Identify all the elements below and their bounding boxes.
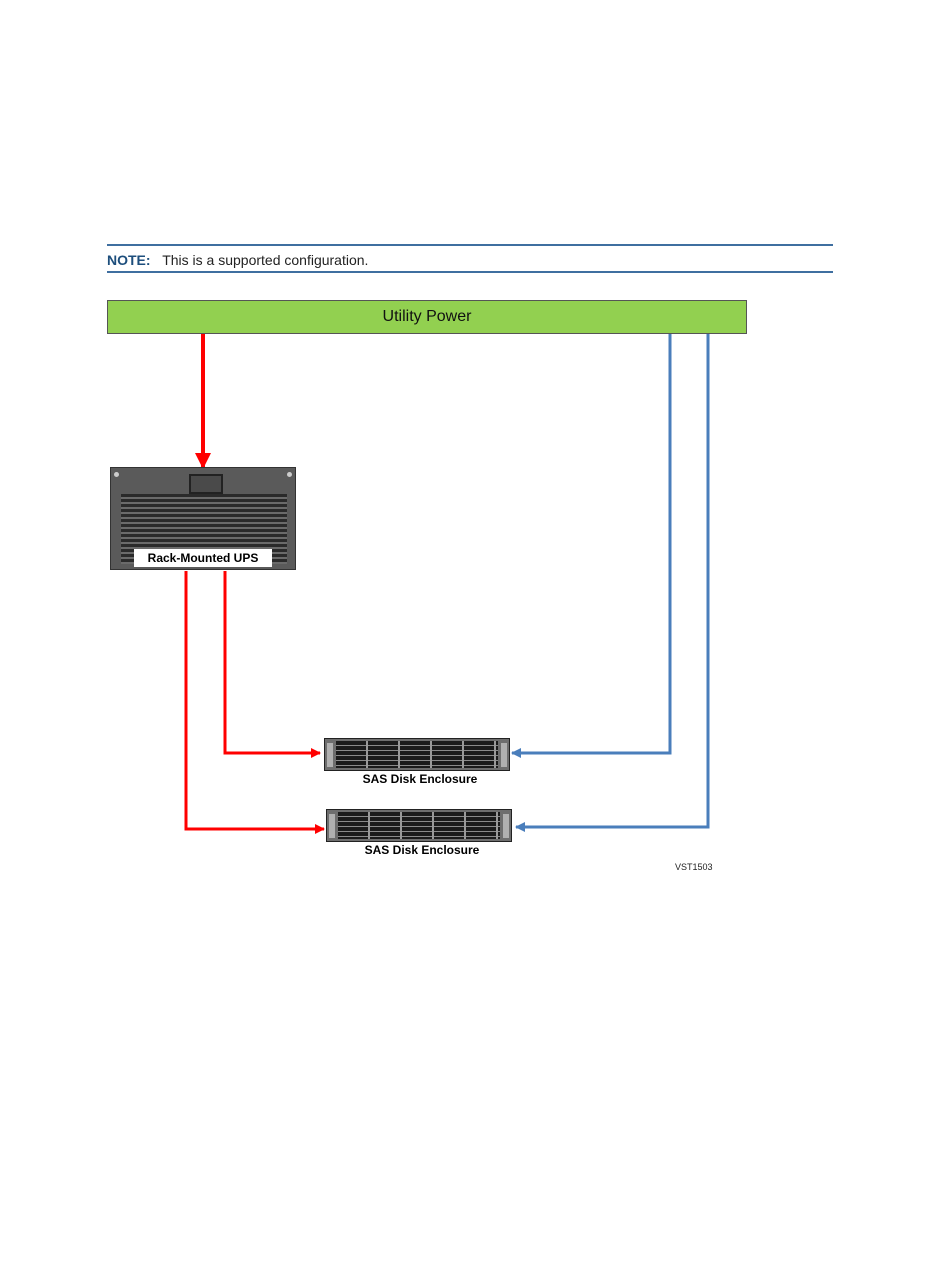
enclosure-ear [501, 743, 507, 767]
sas-disk-enclosure-2 [326, 809, 512, 842]
screw-icon [287, 472, 292, 477]
enclosure-1-label: SAS Disk Enclosure [325, 772, 515, 786]
sas-disk-enclosure-1 [324, 738, 510, 771]
enclosure-ear [327, 743, 333, 767]
ups-to-enclosure-1-line [225, 571, 320, 753]
drive-bays [336, 741, 498, 768]
enclosure-ear [329, 814, 335, 838]
ups-display [189, 474, 223, 494]
ups-to-enclosure-2-line [186, 571, 324, 829]
utility-power-bar: Utility Power [107, 300, 747, 334]
utility-to-enclosure-1-line [512, 333, 670, 753]
figure-id: VST1503 [675, 862, 713, 872]
ups-label: Rack-Mounted UPS [134, 549, 272, 567]
enclosure-ear [503, 814, 509, 838]
utility-power-label: Utility Power [383, 308, 472, 326]
enclosure-2-label: SAS Disk Enclosure [327, 843, 517, 857]
drive-bays [338, 812, 500, 839]
screw-icon [114, 472, 119, 477]
